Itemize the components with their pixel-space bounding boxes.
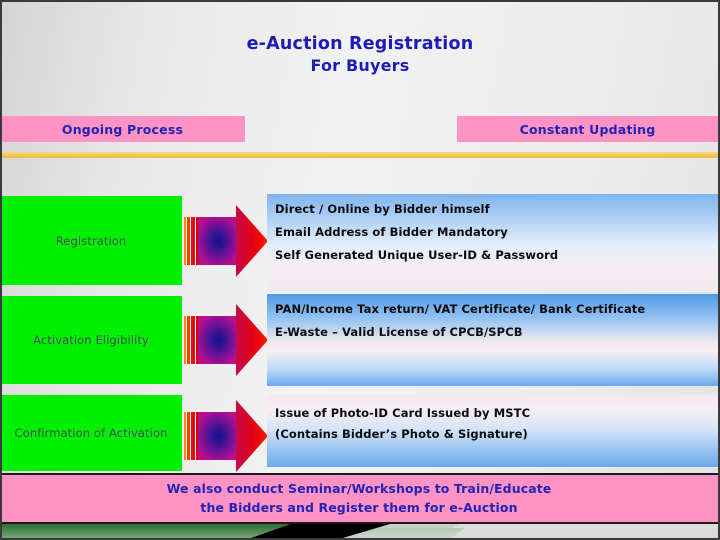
page-title: e-Auction Registration For Buyers — [2, 34, 718, 76]
arrow-stripes-1 — [184, 217, 198, 265]
deco-green-wedge — [2, 524, 340, 538]
arrow-head-2 — [236, 304, 268, 376]
footer-line-1: We also conduct Seminar/Workshops to Tra… — [166, 481, 552, 497]
step-box-registration: Registration — [2, 196, 182, 285]
banner-constant-updating: Constant Updating — [457, 116, 718, 142]
arrow-icon-step-2 — [184, 304, 268, 376]
arrow-head-1 — [236, 205, 268, 277]
arrow-body-1 — [198, 217, 238, 265]
detail-item: Issue of Photo-ID Card Issued by MSTC — [275, 406, 531, 420]
arrow-icon-step-1 — [184, 205, 268, 277]
detail-item: Self Generated Unique User-ID & Password — [275, 248, 559, 262]
arrow-stripes-3 — [184, 412, 198, 460]
step-box-confirmation-of-activation-label: Confirmation of Activation — [14, 426, 168, 440]
arrow-icon-step-3 — [184, 400, 268, 472]
arrow-body-2 — [198, 316, 238, 364]
title-line-1: e-Auction Registration — [246, 34, 474, 54]
footer-line-2: the Bidders and Register them for e-Auct… — [200, 499, 518, 515]
banner-ongoing-process: Ongoing Process — [2, 116, 245, 142]
deco-light-wedge — [345, 528, 465, 538]
arrow-stripes-2 — [184, 316, 198, 364]
detail-item: Email Address of Bidder Mandatory — [275, 225, 508, 239]
detail-panel-confirmation-of-activation: Issue of Photo-ID Card Issued by MSTC (C… — [267, 395, 718, 467]
detail-item: E-Waste – Valid License of CPCB/SPCB — [275, 325, 523, 339]
detail-panel-activation-eligibility: PAN/Income Tax return/ VAT Certificate/ … — [267, 294, 718, 386]
detail-item: PAN/Income Tax return/ VAT Certificate/ … — [275, 302, 646, 316]
step-box-activation-eligibility-label: Activation Eligibility — [33, 333, 149, 347]
banner-constant-updating-label: Constant Updating — [519, 121, 656, 137]
arrow-head-3 — [236, 400, 268, 472]
banner-ongoing-process-label: Ongoing Process — [61, 121, 184, 137]
bottom-decoration — [2, 524, 718, 538]
footer-banner: We also conduct Seminar/Workshops to Tra… — [2, 473, 718, 524]
detail-panel-registration: Direct / Online by Bidder himself Email … — [267, 194, 718, 292]
detail-item: Direct / Online by Bidder himself — [275, 202, 490, 216]
arrow-body-3 — [198, 412, 238, 460]
title-line-2: For Buyers — [310, 55, 410, 75]
step-box-activation-eligibility: Activation Eligibility — [2, 296, 182, 384]
step-box-confirmation-of-activation: Confirmation of Activation — [2, 395, 182, 471]
step-box-registration-label: Registration — [55, 233, 127, 248]
detail-item: (Contains Bidder’s Photo & Signature) — [275, 427, 528, 441]
horizontal-divider — [2, 152, 718, 158]
